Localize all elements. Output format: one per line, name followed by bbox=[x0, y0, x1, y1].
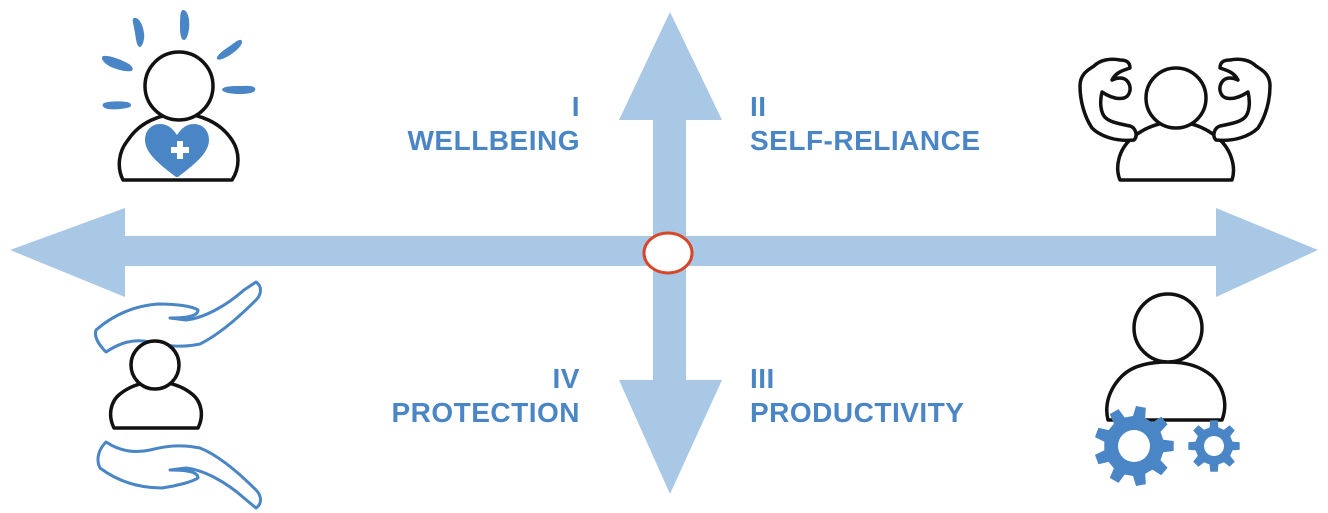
quadrant-1-name: WELLBEING bbox=[407, 125, 580, 156]
quadrant-2-name: SELF-RELIANCE bbox=[750, 125, 981, 156]
person-flexing-icon bbox=[1078, 57, 1272, 182]
quadrant-3-label: III PRODUCTIVITY bbox=[750, 362, 1070, 430]
quadrant-3-numeral: III bbox=[750, 363, 775, 394]
person-with-gears-icon bbox=[1095, 292, 1240, 486]
quadrant-2-numeral: II bbox=[750, 91, 767, 122]
quadrant-2-label: II SELF-RELIANCE bbox=[750, 90, 1070, 158]
quadrant-4-name: PROTECTION bbox=[391, 397, 580, 428]
person-with-heart-icon bbox=[101, 10, 256, 182]
quadrant-1-label: I WELLBEING bbox=[340, 90, 580, 158]
quadrant-3-name: PRODUCTIVITY bbox=[750, 397, 965, 428]
person-protected-by-hands-icon bbox=[94, 280, 262, 510]
quadrant-4-numeral: IV bbox=[552, 363, 580, 394]
large-gear-icon bbox=[1095, 406, 1174, 486]
quadrant-1-numeral: I bbox=[571, 91, 580, 122]
center-circle bbox=[642, 231, 694, 275]
small-gear-icon bbox=[1188, 420, 1240, 472]
quadrant-4-label: IV PROTECTION bbox=[320, 362, 580, 430]
